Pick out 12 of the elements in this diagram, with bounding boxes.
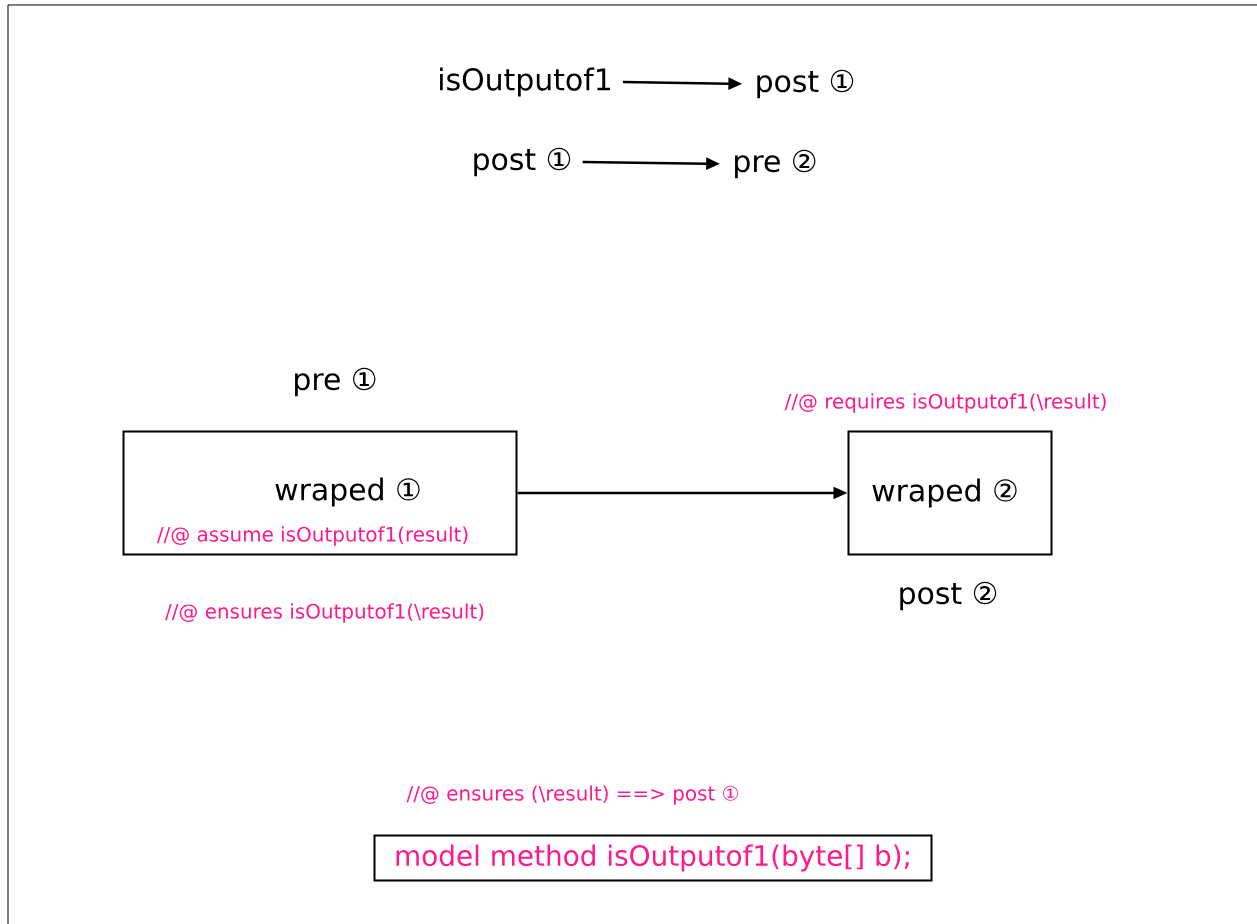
code-box: model method isOutputof1(byte[] b); [373, 834, 933, 882]
state-label: pre ① [295, 367, 376, 397]
annotation-text: //@ ensures isOutputof1(\result) [165, 603, 484, 623]
node-text: post ① [474, 147, 571, 177]
node-text: post ① [757, 69, 854, 99]
process-box: wraped ② [847, 430, 1053, 556]
annotation-text: //@ requires isOutputof1(\result) [784, 393, 1106, 413]
annotation-text: //@ ensures (\result) ==> post ① [406, 785, 738, 805]
node-text: isOutputof1 [440, 67, 611, 97]
state-label: post ② [900, 581, 997, 611]
process-box: wraped ① //@ assume isOutputof1(result) [122, 430, 518, 556]
node-text: pre ② [735, 149, 816, 179]
